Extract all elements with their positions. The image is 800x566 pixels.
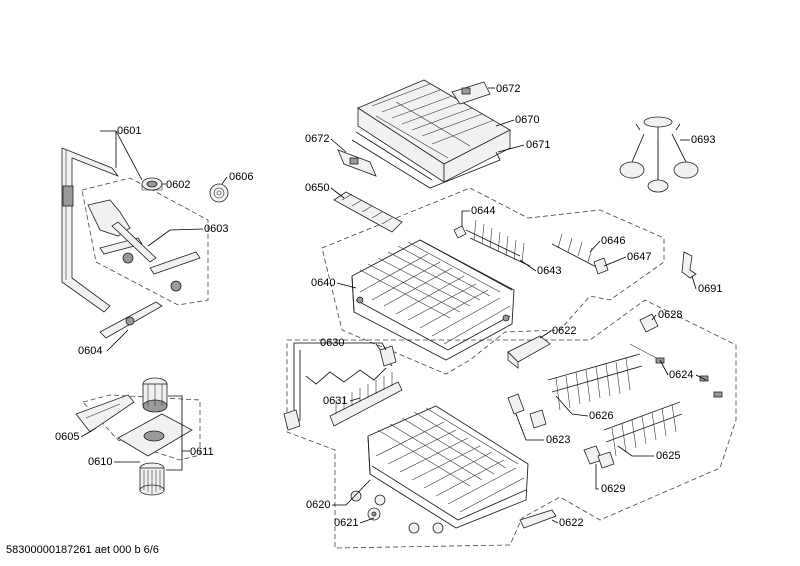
tray-clip-right-part (451, 81, 491, 105)
callout-0631: 0631 (323, 395, 347, 407)
callout-0643: 0643 (537, 265, 561, 277)
spray-tube-part (61, 147, 120, 313)
callout-0610: 0610 (88, 456, 112, 468)
plate-rack-part (329, 372, 403, 427)
document-footer: 58300000187261 aet 000 b 6/6 (6, 544, 159, 556)
callout-0603: 0603 (204, 223, 228, 235)
callout-0605: 0605 (55, 431, 79, 443)
spray-arm-part (87, 199, 201, 292)
callout-0671: 0671 (526, 139, 550, 151)
hinge-clip-bottom-part (583, 445, 615, 469)
callout-0625: 0625 (656, 450, 680, 462)
group-outline-upper-basket (321, 187, 665, 375)
callout-0670: 0670 (515, 114, 539, 126)
wheels-part (350, 490, 444, 534)
callout-0629: 0629 (601, 483, 625, 495)
hinge-clip-left-part (507, 393, 547, 429)
callout-0606: 0606 (229, 171, 253, 183)
callout-0602: 0602 (166, 179, 190, 191)
callout-0621: 0621 (334, 517, 358, 529)
callout-0611: 0611 (190, 446, 214, 458)
group-outline-spray-arm (81, 177, 209, 306)
callout-0647: 0647 (627, 251, 651, 263)
fold-tines-right-part (603, 401, 683, 457)
handle-lower-part (519, 509, 557, 529)
callout-0672-top: 0672 (496, 83, 520, 95)
tray-clip-left-part (337, 149, 377, 177)
nozzle-part (141, 177, 163, 191)
fold-tines-left-part (547, 353, 643, 411)
rail-clip-part (593, 257, 609, 275)
micro-filter-part (142, 377, 168, 413)
callout-0650: 0650 (305, 182, 329, 194)
callout-0624: 0624 (669, 369, 693, 381)
upper-basket-part (351, 239, 515, 361)
coarse-filter-part (139, 462, 165, 496)
callout-0604: 0604 (78, 345, 102, 357)
hinge-clip-top-part (629, 313, 661, 361)
side-hook-part (681, 251, 697, 279)
callout-0646: 0646 (601, 235, 625, 247)
callout-0644: 0644 (471, 205, 495, 217)
callout-0601: 0601 (117, 125, 141, 137)
callout-0691: 0691 (698, 283, 722, 295)
callout-0622-lower: 0622 (559, 517, 583, 529)
filter-disc-part (209, 183, 229, 203)
callout-0640: 0640 (311, 277, 335, 289)
callout-0622-upper: 0622 (552, 325, 576, 337)
cutlery-tray-part (357, 79, 511, 183)
group-outline-filter (82, 394, 201, 461)
lower-basket-part (367, 405, 529, 529)
small-clip-part (453, 225, 467, 239)
handle-upper-part (507, 335, 551, 369)
leader-lines (80, 87, 707, 524)
group-outline-lower-basket (286, 299, 737, 549)
bottle-holder-part (619, 116, 699, 193)
callout-0620: 0620 (306, 499, 330, 511)
cup-rail-part (551, 233, 603, 271)
callout-0693: 0693 (691, 134, 715, 146)
tray-rail-part (351, 131, 501, 189)
lower-spray-arm-part (99, 301, 163, 339)
callout-0623: 0623 (546, 434, 570, 446)
callout-0672-left: 0672 (305, 133, 329, 145)
sump-cover-part (75, 394, 135, 433)
callout-0630: 0630 (320, 337, 344, 349)
rack-strip-part (333, 191, 403, 233)
flat-filter-part (117, 413, 193, 457)
callout-0628: 0628 (658, 309, 682, 321)
callout-0626: 0626 (589, 410, 613, 422)
wire-support-part (283, 343, 397, 431)
fold-tines-part (465, 219, 531, 267)
